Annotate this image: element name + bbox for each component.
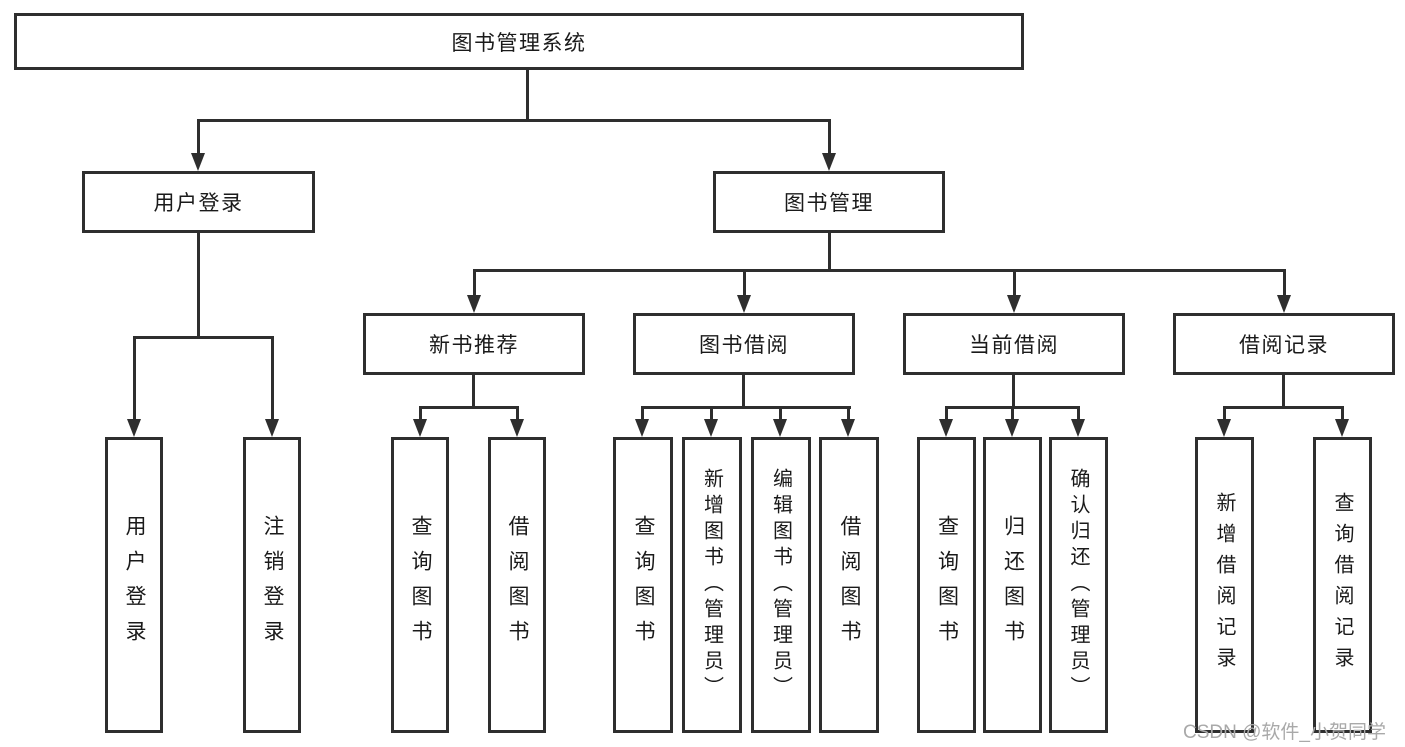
arrow-down-icon xyxy=(1335,419,1349,437)
connector-hline xyxy=(419,406,519,409)
leaf-label: 查询图书 xyxy=(935,515,959,655)
arrow-down-icon xyxy=(737,295,751,313)
connector-vline xyxy=(473,269,476,298)
leaf-label: 用户登录 xyxy=(123,515,146,655)
connector-vline xyxy=(197,233,200,338)
connector-vline xyxy=(847,406,850,422)
connector-hline xyxy=(133,336,273,339)
connector-vline xyxy=(516,406,519,422)
connector-hline xyxy=(197,119,831,122)
node-label: 当前借阅 xyxy=(969,334,1059,357)
leaf-return-book: 归还图书 xyxy=(983,437,1042,733)
leaf-label: 编辑图书（管理员） xyxy=(769,468,792,702)
csdn-watermark: CSDN @软件_小贺同学 xyxy=(1183,722,1386,743)
node-label: 新书推荐 xyxy=(429,334,519,357)
connector-vline xyxy=(419,406,422,422)
arrow-down-icon xyxy=(413,419,427,437)
leaf-query-books-recommend: 查询图书 xyxy=(391,437,449,733)
leaf-borrow-books-recommend: 借阅图书 xyxy=(488,437,546,733)
leaf-edit-book-admin: 编辑图书（管理员） xyxy=(751,437,811,733)
node-new-book-recommendation: 新书推荐 xyxy=(363,313,585,375)
leaf-label: 查询图书 xyxy=(409,515,432,655)
node-book-borrowing: 图书借阅 xyxy=(633,313,855,375)
arrow-down-icon xyxy=(939,419,953,437)
connector-vline xyxy=(1283,269,1286,298)
connector-vline xyxy=(1223,406,1226,422)
leaf-label: 确认归还（管理员） xyxy=(1067,468,1089,702)
connector-vline xyxy=(945,406,948,422)
arrow-down-icon xyxy=(1007,295,1021,313)
node-label: 借阅记录 xyxy=(1239,334,1329,357)
connector-hline xyxy=(1223,406,1344,409)
connector-vline xyxy=(472,375,475,409)
leaf-label: 查询图书 xyxy=(632,515,655,655)
arrow-down-icon xyxy=(1277,295,1291,313)
connector-vline xyxy=(828,233,831,272)
arrow-down-icon xyxy=(704,419,718,437)
arrow-down-icon xyxy=(1005,419,1019,437)
arrow-down-icon xyxy=(191,153,205,171)
leaf-query-books-borrow: 查询图书 xyxy=(613,437,673,733)
leaf-label: 归还图书 xyxy=(1001,515,1025,655)
leaf-label: 借阅图书 xyxy=(838,515,861,655)
connector-vline xyxy=(828,119,831,156)
leaf-borrow-books: 借阅图书 xyxy=(819,437,879,733)
connector-vline xyxy=(526,69,529,121)
connector-vline xyxy=(779,406,782,422)
connector-vline xyxy=(1012,375,1015,409)
leaf-label: 新增图书（管理员） xyxy=(700,468,723,702)
node-label: 图书管理 xyxy=(784,192,874,215)
connector-vline xyxy=(1077,406,1080,422)
leaf-label: 新增借阅记录 xyxy=(1213,492,1235,678)
arrow-down-icon xyxy=(1217,419,1231,437)
arrow-down-icon xyxy=(773,419,787,437)
leaf-query-borrow-record: 查询借阅记录 xyxy=(1313,437,1372,733)
node-borrowing-records: 借阅记录 xyxy=(1173,313,1395,375)
arrow-down-icon xyxy=(822,153,836,171)
arrow-down-icon xyxy=(841,419,855,437)
leaf-label: 借阅图书 xyxy=(506,515,529,655)
node-label: 图书管理系统 xyxy=(451,31,587,55)
connector-vline xyxy=(1013,269,1016,298)
node-library-management-system: 图书管理系统 xyxy=(14,13,1024,70)
leaf-confirm-return-admin: 确认归还（管理员） xyxy=(1049,437,1108,733)
connector-vline xyxy=(710,406,713,422)
node-book-management: 图书管理 xyxy=(713,171,945,233)
connector-hline xyxy=(641,406,851,409)
connector-vline xyxy=(271,336,274,422)
leaf-label: 注销登录 xyxy=(261,515,284,655)
node-label: 图书借阅 xyxy=(699,334,789,357)
arrow-down-icon xyxy=(1071,419,1085,437)
connector-vline xyxy=(197,119,200,156)
leaf-logout: 注销登录 xyxy=(243,437,301,733)
leaf-add-book-admin: 新增图书（管理员） xyxy=(682,437,742,733)
connector-hline xyxy=(473,269,1286,272)
arrow-down-icon xyxy=(265,419,279,437)
connector-vline xyxy=(641,406,644,422)
leaf-add-borrow-record: 新增借阅记录 xyxy=(1195,437,1254,733)
node-label: 用户登录 xyxy=(153,192,244,215)
arrow-down-icon xyxy=(467,295,481,313)
connector-vline xyxy=(1282,375,1285,409)
leaf-label: 查询借阅记录 xyxy=(1331,492,1353,678)
connector-vline xyxy=(133,336,136,422)
node-current-borrowing: 当前借阅 xyxy=(903,313,1125,375)
arrow-down-icon xyxy=(635,419,649,437)
leaf-query-books-current: 查询图书 xyxy=(917,437,976,733)
connector-vline xyxy=(1011,406,1014,422)
connector-vline xyxy=(1341,406,1344,422)
leaf-user-login: 用户登录 xyxy=(105,437,163,733)
arrow-down-icon xyxy=(510,419,524,437)
node-user-login: 用户登录 xyxy=(82,171,315,233)
arrow-down-icon xyxy=(127,419,141,437)
connector-vline xyxy=(742,375,745,409)
connector-vline xyxy=(743,269,746,298)
